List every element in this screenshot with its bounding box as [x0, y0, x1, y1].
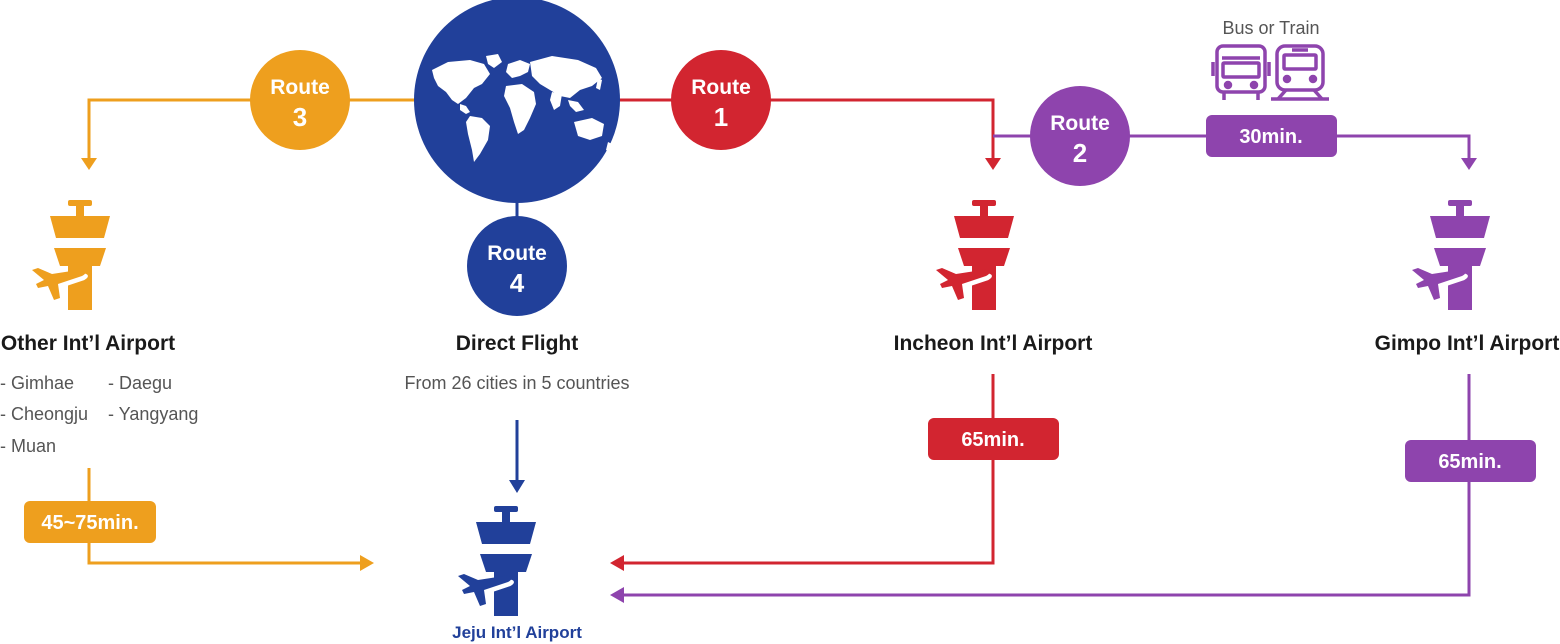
route-4-number: 4 — [510, 268, 525, 298]
other-airport-tower-icon — [30, 200, 110, 310]
city-list-item: - Gimhae — [0, 373, 74, 393]
route-2-number: 2 — [1073, 138, 1087, 168]
direct-flight-subtitle: From 26 cities in 5 countries — [404, 373, 629, 393]
gimpo-to-jeju-arrowhead — [610, 587, 624, 603]
route-1-badge: Route 1 — [671, 50, 771, 150]
other-time: 45~75min. — [41, 512, 138, 534]
route-3-label: Route — [270, 76, 330, 99]
other-time-badge: 45~75min. — [24, 501, 156, 543]
direct-to-jeju-arrowhead — [509, 480, 525, 493]
transfer-caption: Bus or Train — [1222, 18, 1319, 38]
jeju-airport-tower-icon — [456, 506, 536, 616]
direct-flight-title: Direct Flight — [456, 332, 579, 355]
route-2-arrowhead — [1461, 158, 1477, 170]
route-3-badge: Route 3 — [250, 50, 350, 150]
city-list-item: - Muan — [0, 436, 56, 456]
route-4-label: Route — [487, 242, 547, 265]
incheon-time-badge: 65min. — [928, 418, 1059, 460]
world-map-globe-icon — [414, 0, 620, 203]
route-2-label: Route — [1050, 112, 1110, 135]
other-to-jeju-arrowhead — [360, 555, 374, 571]
city-list-item: - Yangyang — [108, 404, 198, 424]
route-4-badge: Route 4 — [467, 216, 567, 316]
train-icon — [1271, 44, 1329, 101]
route-1-arrowhead — [985, 158, 1001, 170]
gimpo-time: 65min. — [1438, 451, 1501, 473]
incheon-to-jeju-arrowhead — [610, 555, 624, 571]
route-1-number: 1 — [714, 102, 728, 132]
jeju-airport-title: Jeju Int’l Airport — [452, 623, 582, 642]
route-2-badge: Route 2 — [1030, 86, 1130, 186]
city-list-item: - Cheongju — [0, 404, 88, 424]
gimpo-airport-title: Gimpo Int’l Airport — [1375, 332, 1560, 355]
route-2-line — [993, 134, 1471, 160]
route-3-number: 3 — [293, 102, 307, 132]
incheon-time: 65min. — [961, 429, 1024, 451]
city-list-item: - Daegu — [108, 373, 172, 393]
route-3-arrowhead — [81, 158, 97, 170]
other-to-jeju-line — [87, 468, 362, 565]
transfer-time-badge: 30min. — [1206, 115, 1337, 157]
incheon-airport-tower-icon — [934, 200, 1014, 310]
bus-icon — [1211, 44, 1271, 100]
incheon-airport-title: Incheon Int’l Airport — [894, 332, 1093, 355]
other-airport-title: Other Int’l Airport — [1, 332, 175, 355]
route-1-line — [615, 98, 995, 160]
transfer-time: 30min. — [1239, 126, 1302, 148]
incheon-to-jeju-line — [622, 374, 995, 565]
gimpo-airport-tower-icon — [1410, 200, 1490, 310]
gimpo-time-badge: 65min. — [1405, 440, 1536, 482]
route-1-label: Route — [691, 76, 751, 99]
